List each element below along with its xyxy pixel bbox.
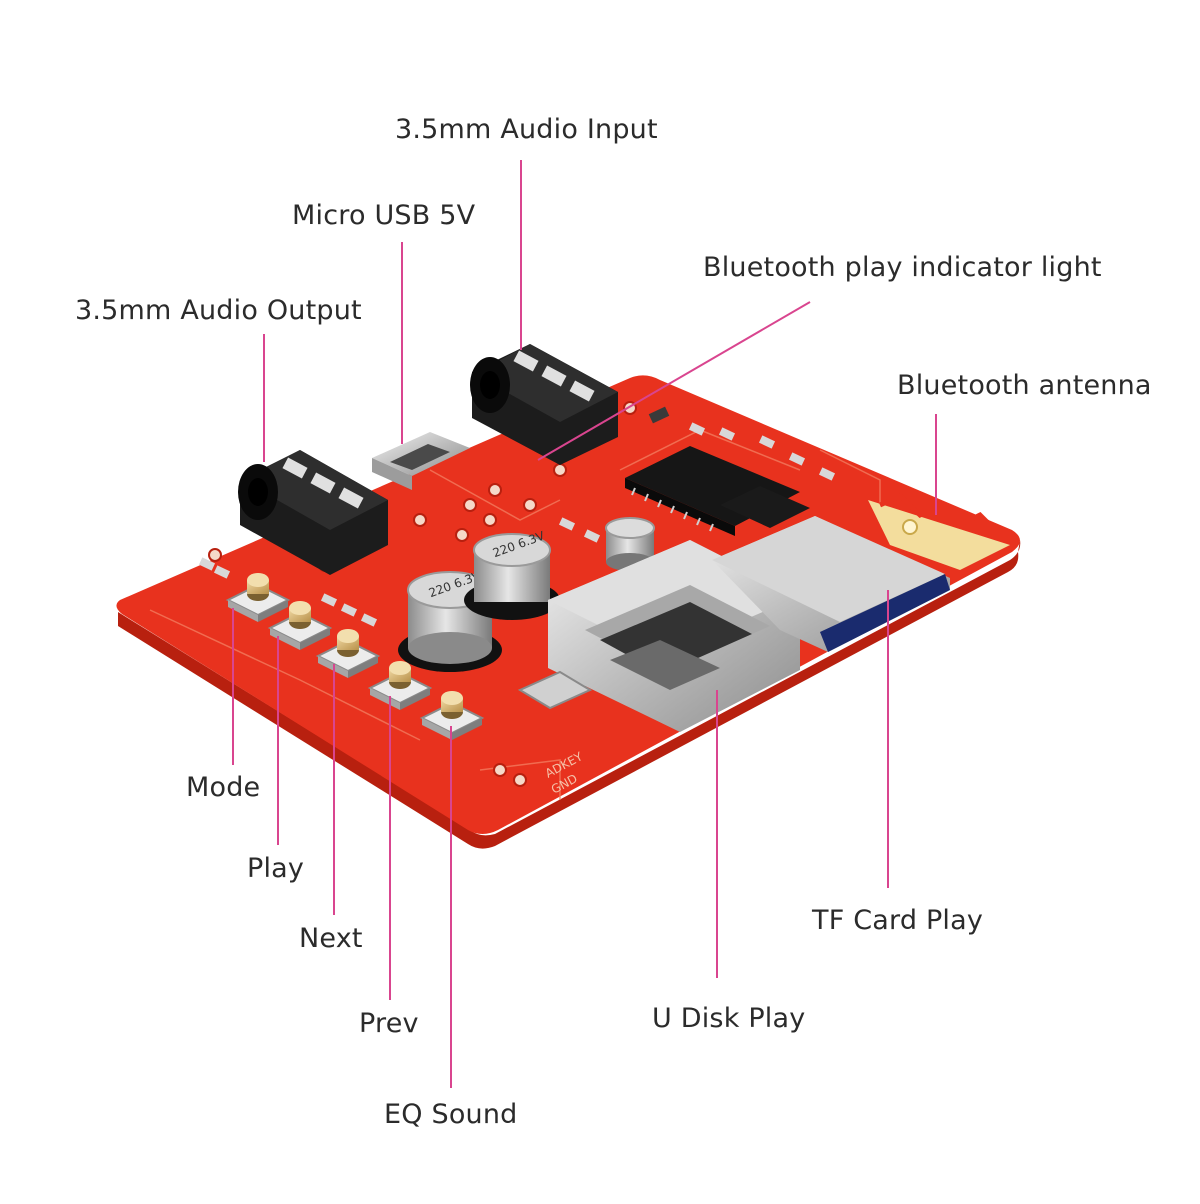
label-mode: Mode — [186, 772, 261, 803]
label-bt-indicator: Bluetooth play indicator light — [703, 252, 1102, 283]
capacitor-small — [605, 517, 655, 571]
label-play: Play — [247, 853, 305, 884]
smd-components — [198, 406, 836, 627]
label-tf-card-play: TF Card Play — [812, 905, 984, 936]
secondary-chip — [720, 486, 810, 528]
leader-lines — [232, 160, 937, 1088]
tactile-buttons — [225, 573, 485, 740]
label-prev: Prev — [359, 1008, 419, 1039]
micro-usb-port — [372, 432, 470, 490]
capacitor-large-2: 220 6.3V — [464, 528, 560, 620]
audio-output-jack — [238, 450, 388, 575]
leader-bt-indicator — [537, 301, 811, 461]
label-u-disk-play: U Disk Play — [652, 1003, 806, 1034]
tf-card-slot — [712, 516, 950, 652]
label-next: Next — [299, 923, 363, 954]
label-audio-output: 3.5mm Audio Output — [75, 295, 362, 326]
label-audio-input: 3.5mm Audio Input — [395, 114, 658, 145]
silkscreen-traces — [149, 429, 881, 800]
label-bt-antenna: Bluetooth antenna — [897, 370, 1152, 401]
bluetooth-antenna-trace — [868, 500, 1010, 570]
label-eq-sound: EQ Sound — [384, 1099, 518, 1130]
label-micro-usb: Micro USB 5V — [292, 200, 476, 231]
